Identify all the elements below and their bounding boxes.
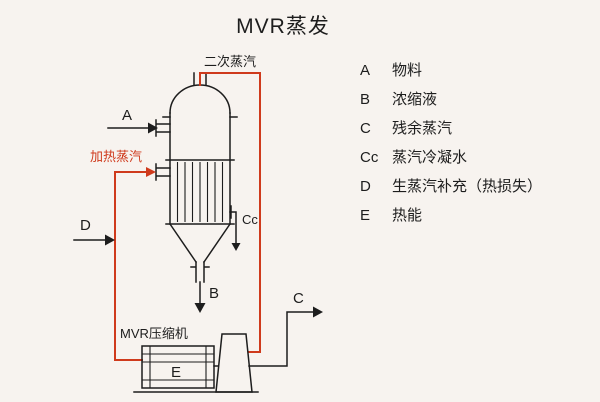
stream-label-cc: Cc bbox=[242, 212, 258, 227]
legend-item-cc-key: Cc bbox=[360, 149, 379, 166]
stream-label-c: C bbox=[293, 290, 304, 307]
legend-item-c-label: 残余蒸汽 bbox=[392, 119, 452, 137]
vapor-outlet-stub bbox=[193, 72, 207, 86]
tube-bundle bbox=[176, 162, 224, 222]
tube-sheets bbox=[165, 159, 235, 225]
compressor-fan-housing bbox=[215, 333, 253, 393]
secondary-steam-label: 二次蒸汽 bbox=[204, 54, 256, 69]
legend-item-e-label: 热能 bbox=[392, 207, 422, 224]
stream-label-b: B bbox=[209, 285, 219, 302]
steam-nozzle bbox=[155, 163, 171, 181]
heating-steam-arrowhead-icon bbox=[146, 167, 156, 177]
feed-arrowhead-icon bbox=[148, 122, 158, 134]
page-title: MVR蒸发 bbox=[236, 15, 330, 38]
secondary-vapor-pipe bbox=[199, 72, 261, 353]
compressor-motor-body bbox=[141, 345, 215, 389]
heating-steam-label: 加热蒸汽 bbox=[90, 149, 142, 164]
condensate-arrowhead-icon bbox=[231, 243, 241, 251]
compressor-motor-detail bbox=[142, 346, 214, 388]
concentrate-arrowhead-icon bbox=[194, 303, 206, 313]
legend-item-a-key: A bbox=[360, 62, 370, 79]
outlet-pipe bbox=[190, 261, 210, 283]
legend-item-b-key: B bbox=[360, 91, 370, 108]
compressor-label: MVR压缩机 bbox=[120, 326, 188, 341]
residual-vapor-pipe bbox=[248, 311, 314, 367]
legend-item-d-label: 生蒸汽补充（热损失） bbox=[392, 178, 542, 195]
steam-circuit bbox=[114, 72, 261, 361]
legend-item-a-label: 物料 bbox=[392, 62, 422, 79]
legend-item-cc-label: 蒸汽冷凝水 bbox=[392, 149, 467, 166]
heating-steam-return-pipe bbox=[114, 171, 148, 361]
stream-label-e: E bbox=[171, 364, 181, 381]
stream-label-a: A bbox=[122, 107, 132, 124]
stream-arrows bbox=[73, 122, 323, 367]
vessel-dome bbox=[169, 84, 231, 114]
vessel-cone bbox=[168, 222, 232, 264]
legend-item-e-key: E bbox=[360, 207, 370, 224]
residual-vapor-arrowhead-icon bbox=[313, 306, 323, 318]
feed-nozzle bbox=[155, 119, 171, 137]
legend-item-d-key: D bbox=[360, 178, 371, 195]
stream-label-d: D bbox=[80, 217, 91, 234]
legend: A 物料 B 浓缩液 C 残余蒸汽 Cc 蒸汽冷凝水 D 生蒸汽补充（热损失） … bbox=[360, 62, 542, 224]
makeup-steam-arrowhead-icon bbox=[105, 234, 115, 246]
condensate-takeoff bbox=[229, 205, 237, 244]
legend-item-b-label: 浓缩液 bbox=[392, 91, 437, 108]
mvr-compressor bbox=[133, 333, 259, 393]
diagram-labels: 二次蒸汽 加热蒸汽 MVR压缩机 A B C Cc D E bbox=[80, 54, 304, 381]
legend-item-c-key: C bbox=[360, 120, 371, 137]
evaporator-vessel bbox=[155, 72, 238, 283]
